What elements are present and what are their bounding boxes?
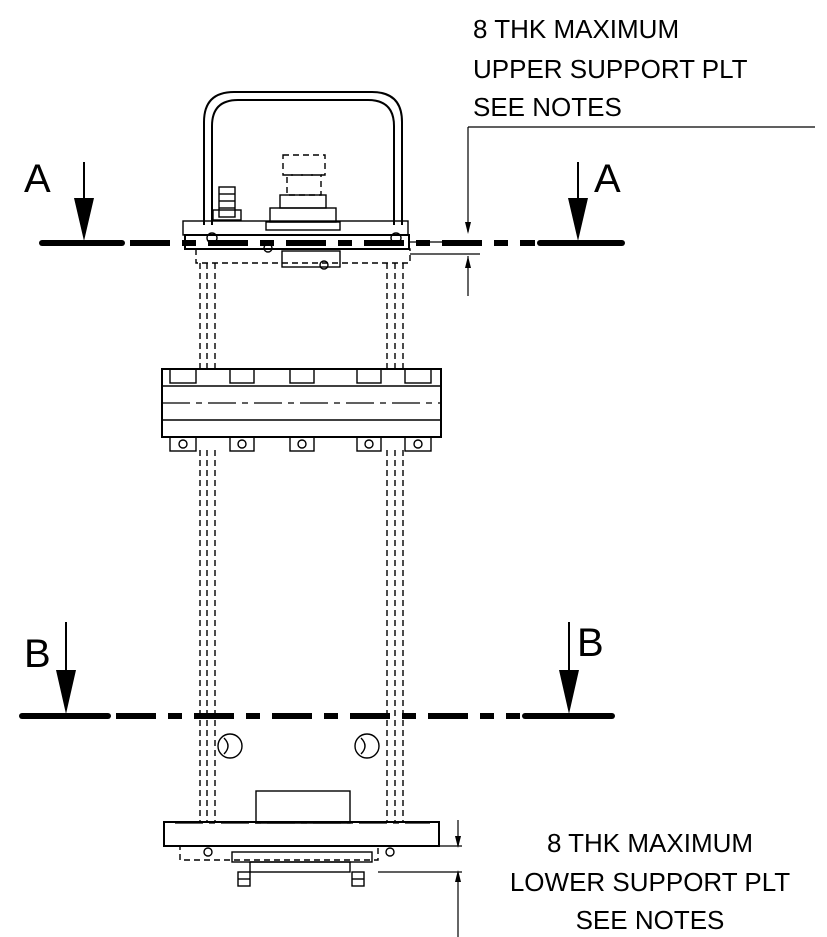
upper-dim-arrow-up: [465, 256, 471, 268]
u-bolt-handle: [203, 91, 403, 225]
section-a-left-label: A: [24, 157, 51, 201]
side-ports: [217, 733, 380, 759]
lower-note-line2: LOWER SUPPORT PLT: [510, 867, 790, 897]
section-b-right-label: B: [577, 621, 604, 665]
tie-rods: [199, 263, 404, 822]
section-b-left-label: B: [24, 632, 51, 676]
lower-note-line1: 8 THK MAXIMUM: [547, 828, 753, 858]
lower-support-note: 8 THK MAXIMUM LOWER SUPPORT PLT SEE NOTE…: [378, 820, 790, 937]
section-a-left-arrowhead: [74, 198, 94, 241]
upper-note-line1: 8 THK MAXIMUM: [473, 14, 679, 44]
top-fittings: [212, 154, 341, 231]
lower-note-line3: SEE NOTES: [576, 905, 725, 935]
lower-dim-arrow-down: [455, 836, 461, 848]
upper-support-plate: [182, 220, 411, 270]
section-b-right-arrowhead: [559, 670, 579, 714]
section-a-cut: A A: [24, 157, 625, 246]
middle-flange: [161, 368, 442, 452]
upper-dim-arrow-down: [465, 222, 471, 234]
upper-note-line2: UPPER SUPPORT PLT: [473, 54, 748, 84]
lower-dim-arrow-up: [455, 870, 461, 882]
upper-note-line3: SEE NOTES: [473, 92, 622, 122]
section-a-right-arrowhead: [568, 198, 588, 241]
section-a-right-label: A: [594, 157, 621, 201]
section-b-cut: B B: [19, 621, 615, 719]
lower-support-plate: [163, 790, 440, 887]
upper-support-note: 8 THK MAXIMUM UPPER SUPPORT PLT SEE NOTE…: [410, 14, 815, 296]
section-b-left-arrowhead: [56, 670, 76, 714]
